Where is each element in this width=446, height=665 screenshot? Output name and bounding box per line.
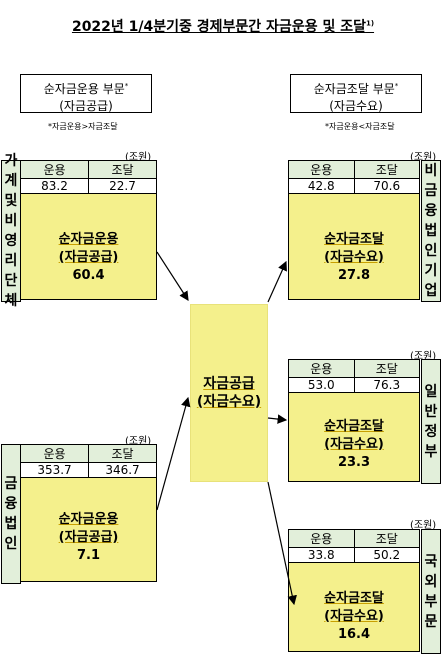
center-subtitle: (자금수요) (196, 394, 262, 410)
foreign-net-title: 순자금조달 (324, 591, 384, 606)
right-note: *자금운용<자금조달 (325, 122, 395, 131)
arrow-households-to-center (156, 251, 189, 302)
financial-net: 순자금운용 (자금공급) 7.1 (21, 511, 156, 565)
government-net: 순자금조달 (자금수요) 23.3 (289, 418, 419, 472)
col-raise-header: 조달 (89, 161, 156, 179)
nonfinancial-net-value: 27.8 (337, 268, 371, 283)
center-title: 자금공급 (203, 376, 255, 392)
unit-label: (조원) (410, 520, 437, 531)
title-text: 2022년 1/4분기중 경제부문간 자금운용 및 조달 (71, 19, 366, 35)
nonfinancial-raise-value: 70.6 (373, 179, 401, 193)
foreign-net-subtitle: (자금수요) (324, 609, 384, 624)
col-use-header: 운용 (21, 445, 89, 463)
financial-net-value: 7.1 (76, 548, 101, 563)
right-header-subtitle: (자금수요) (329, 99, 383, 113)
page-title: 2022년 1/4분기중 경제부문간 자금운용 및 조달1) (0, 16, 446, 36)
left-note: *자금운용>자금조달 (48, 122, 118, 131)
foreign-net-value: 16.4 (337, 627, 371, 642)
unit-label: (조원) (410, 351, 437, 362)
financial-net-subtitle: (자금공급) (58, 530, 119, 545)
households-use-value: 83.2 (21, 179, 89, 193)
government-raise-value: 76.3 (373, 378, 401, 392)
col-use-header: 운용 (289, 530, 355, 548)
sector-label-nonfinancial: 비금융법인기업 (421, 160, 441, 302)
foreign-use-value: 33.8 (289, 548, 355, 562)
right-header-box: 순자금조달 부문* (자금수요) (290, 74, 422, 113)
foreign-net: 순자금조달 (자금수요) 16.4 (289, 590, 419, 644)
unit-label: (조원) (125, 152, 152, 163)
right-header-title: 순자금조달 부문 (313, 82, 395, 96)
center-box: 자금공급 (자금수요) (190, 304, 268, 482)
col-raise-header: 조달 (354, 530, 419, 548)
arrow-center-to-nonfinancial (267, 260, 287, 303)
households-raise-value: 22.7 (109, 179, 136, 193)
government-use-value: 53.0 (289, 378, 355, 392)
households-net: 순자금운용 (자금공급) 60.4 (21, 231, 156, 285)
col-raise-header: 조달 (89, 445, 156, 463)
financial-net-title: 순자금운용 (58, 512, 119, 527)
nonfinancial-net: 순자금조달 (자금수요) 27.8 (289, 231, 419, 285)
left-header-title: 순자금운용 부문 (43, 82, 125, 96)
sector-label-households: 가계및비영리단체 (1, 153, 21, 309)
sector-label-government: 일반정부 (421, 359, 441, 484)
col-raise-header: 조달 (354, 161, 419, 179)
government-net-subtitle: (자금수요) (324, 437, 384, 452)
arrow-center-to-foreign (267, 481, 297, 606)
government-net-title: 순자금조달 (324, 419, 384, 434)
arrow-financial-to-center (156, 396, 191, 511)
foreign-raise-value: 50.2 (373, 548, 401, 562)
nonfinancial-net-title: 순자금조달 (324, 232, 384, 247)
left-header-subtitle: (자금공급) (59, 99, 113, 113)
left-header-asterisk: * (124, 82, 129, 90)
title-footnote-mark: 1) (365, 19, 375, 28)
left-header-box: 순자금운용 부문* (자금공급) (20, 74, 152, 113)
households-net-title: 순자금운용 (58, 232, 119, 247)
col-use-header: 운용 (21, 161, 89, 179)
financial-use-value: 353.7 (21, 463, 89, 477)
sector-label-financial: 금융법인 (1, 444, 21, 584)
arrow-center-to-government (267, 414, 288, 424)
unit-label: (조원) (125, 436, 152, 447)
col-use-header: 운용 (289, 161, 355, 179)
col-raise-header: 조달 (354, 360, 419, 378)
center-label: 자금공급 (자금수요) (191, 375, 267, 411)
financial-raise-value: 346.7 (105, 463, 140, 477)
nonfinancial-net-subtitle: (자금수요) (324, 250, 384, 265)
col-use-header: 운용 (289, 360, 355, 378)
government-net-value: 23.3 (337, 455, 371, 470)
right-header-asterisk: * (394, 82, 399, 90)
households-net-subtitle: (자금공급) (58, 250, 119, 265)
sector-label-foreign: 국외부문 (421, 529, 441, 654)
unit-label: (조원) (410, 152, 437, 163)
households-net-value: 60.4 (72, 268, 105, 283)
nonfinancial-use-value: 42.8 (289, 179, 355, 193)
